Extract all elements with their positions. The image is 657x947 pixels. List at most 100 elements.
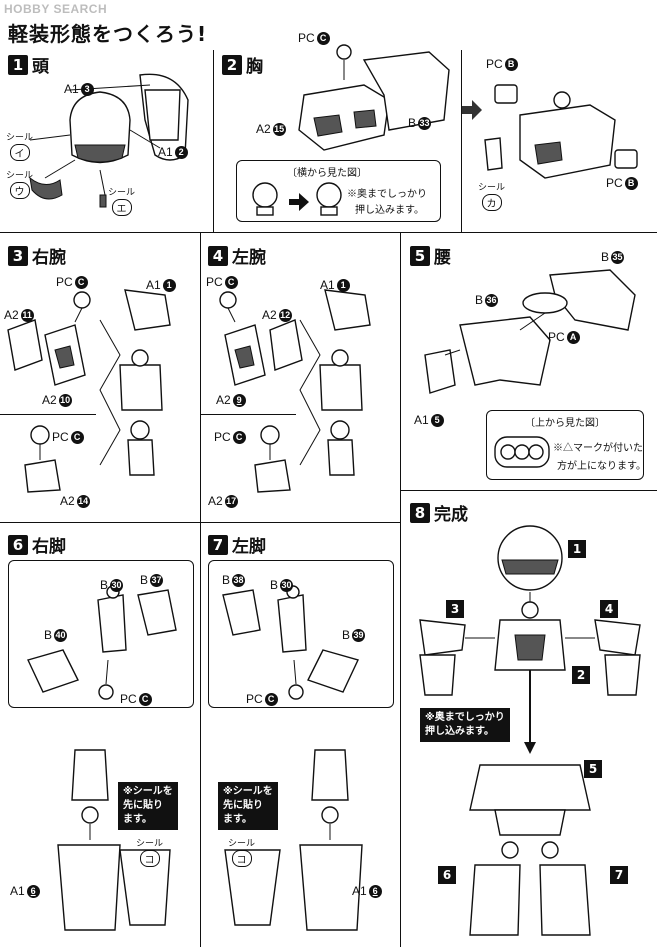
left-leg-assembly-illustration [224,749,363,931]
top-view-title: 〔上から見た図〕 [525,418,605,429]
sticker-i: シールイ [6,133,34,161]
page-title: 軽装形態をつくろう! [8,22,208,46]
step-1-header: 1 頭 [8,52,49,77]
sticker-ko: シールコ [228,839,256,867]
step-number: 6 [8,534,28,555]
step-label: 腰 [434,248,451,268]
ref-number-5: 5 [584,760,602,778]
step-number: 8 [410,502,430,523]
chest-parts-illustration [298,44,450,151]
note-text: ※△マークが付いた [553,443,643,454]
step-number: 3 [8,245,28,266]
divider [461,50,462,232]
right-leg-parts-illustration [27,585,177,700]
step-number: 7 [208,534,228,555]
step-8-header: 8 完成 [410,500,468,525]
step-label: 右脚 [32,537,66,557]
sticker-note: ※シールを先に貼ります。 [218,782,278,830]
divider [0,414,96,415]
arrow-right-icon [462,100,482,120]
step-label: 右腕 [32,248,66,268]
sticker-note: ※シールを先に貼ります。 [118,782,178,830]
step-7-header: 7 左脚 [208,532,266,557]
step-label: 完成 [434,505,468,525]
watermark: HOBBY SEARCH [4,2,108,16]
ref-number-3: 3 [446,600,464,618]
step-number: 2 [222,54,242,75]
note-text: ※奥までしっかり [347,189,427,200]
sticker-ko: シールコ [136,839,164,867]
divider [200,414,296,415]
left-arm-parts-illustration [219,289,371,493]
divider [400,232,401,947]
divider [213,50,214,232]
chest-assembled-illustration [484,84,638,179]
step-label: 左腕 [232,248,266,268]
side-view-title: 〔横から見た図〕 [287,168,367,179]
left-leg-parts-illustration [222,585,359,700]
step-number: 1 [8,54,28,75]
step-number: 5 [410,245,430,266]
sticker-ka: シールカ [478,183,506,211]
right-leg-assembly-illustration [57,749,171,931]
ref-number-2: 2 [572,666,590,684]
head-parts-illustration [29,73,189,208]
right-arm-parts-illustration [7,289,171,493]
step-3-header: 3 右腕 [8,243,66,268]
step-number: 4 [208,245,228,266]
divider [0,232,657,233]
note-text: 押し込みます。 [355,205,424,216]
step-label: 胸 [246,57,263,77]
ref-number-4: 4 [600,600,618,618]
divider [400,490,657,491]
ref-number-1: 1 [568,540,586,558]
push-in-note: ※奥までしっかり押し込みます。 [420,708,510,742]
side-view-box: 〔横から見た図〕 ※奥までしっかり 押し込みます。 [236,160,441,222]
ref-number-6: 6 [438,866,456,884]
step-label: 左脚 [232,537,266,557]
note-text: 方が上になります。 [557,461,646,472]
divider [200,232,201,947]
completed-assembly-illustration [419,525,641,936]
step-5-header: 5 腰 [410,243,451,268]
sticker-e: シールエ [108,188,136,216]
step-2-header: 2 胸 [222,52,263,77]
top-view-illustration [494,436,550,468]
sticker-u: シールウ [6,171,34,199]
top-view-box: 〔上から見た図〕 ※△マークが付いた 方が上になります。 [486,410,646,480]
side-view-illustration [252,182,342,216]
waist-parts-illustration [424,269,636,394]
ref-number-7: 7 [610,866,628,884]
